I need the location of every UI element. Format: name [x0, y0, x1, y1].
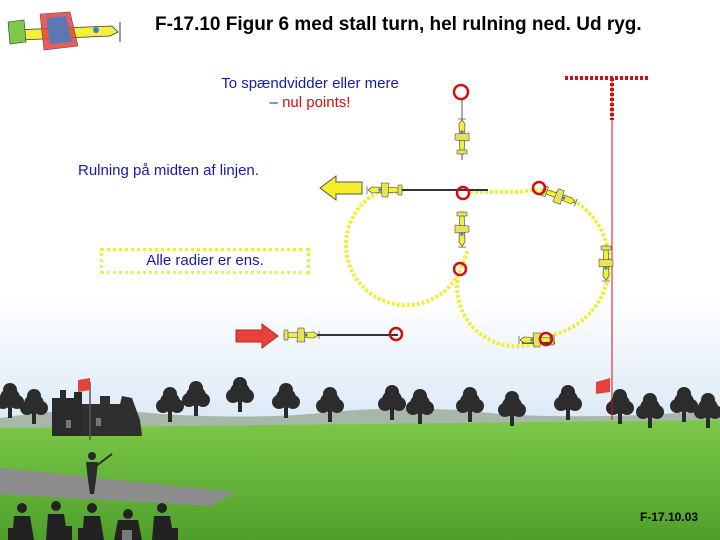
two-wingspans-line1: To spændvidder eller mere [221, 75, 399, 92]
runway [0, 468, 235, 506]
pilot-icon [86, 452, 113, 494]
roll-middle-note: Rulning på midten af linjen. [78, 162, 259, 179]
two-wingspans-marker [565, 76, 648, 120]
exit-arrow [319, 175, 363, 201]
grass-field [0, 420, 720, 540]
two-wingspans-note: To spændvidder eller mere – nul points! [196, 74, 424, 112]
equal-radii-note: Alle radier er ens. [100, 248, 310, 274]
judge-icon [152, 503, 178, 540]
red-circle-marker-icon [455, 185, 471, 201]
wind-flag-icon [596, 78, 613, 420]
red-circle-markers [388, 83, 554, 347]
judges-row [8, 501, 178, 540]
red-circle-marker-icon [531, 180, 547, 196]
left-loop-path [344, 190, 470, 308]
judge-icon [114, 509, 142, 540]
judge-icon [8, 503, 34, 540]
slide-title: F-17.10 Figur 6 med stall turn, hel ruln… [155, 14, 642, 35]
note-dash: – [269, 94, 283, 111]
red-circle-marker-icon [452, 83, 470, 101]
aerobatic-plane-logo-icon [7, 11, 121, 51]
red-circle-marker-icon [452, 261, 468, 277]
red-circle-marker-icon [388, 326, 404, 342]
judge-icon [78, 503, 104, 540]
red-circle-marker-icon [538, 331, 554, 347]
judge-icon [46, 501, 72, 540]
zero-points-text: nul points! [282, 94, 351, 111]
entry-arrow [235, 323, 279, 349]
castle-icon [52, 390, 142, 436]
two-wingspans-line2: – nul points! [196, 93, 424, 112]
wind-flag-icon [78, 378, 91, 440]
slide-code: F-17.10.03 [640, 510, 699, 524]
